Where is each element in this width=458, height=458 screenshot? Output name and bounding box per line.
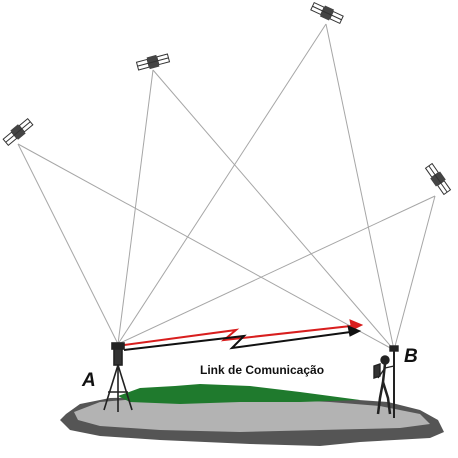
link-arrow-red [123, 324, 361, 346]
signal-line [117, 23, 327, 345]
signal-line [117, 69, 154, 345]
signal-line [17, 143, 119, 345]
signal-lines [17, 23, 436, 351]
station-a-label: A [81, 370, 96, 391]
communication-link-label: Link de Comunicação [200, 363, 324, 377]
satellite-icon [424, 162, 452, 196]
signal-line [17, 143, 395, 351]
link-arrowhead-black [347, 325, 362, 337]
link-arrowhead-red [349, 319, 364, 331]
satellite-icon [135, 53, 171, 71]
link-arrow-black [123, 330, 359, 351]
satellite-icon [310, 1, 344, 25]
surveyor-rover-icon [373, 345, 399, 418]
signal-line [325, 23, 395, 351]
signal-line [152, 69, 395, 351]
communication-link [123, 319, 364, 351]
grass-patch [118, 384, 360, 404]
tripod-receiver-icon [103, 342, 133, 412]
signal-line [393, 195, 436, 351]
terrain [60, 384, 444, 446]
satellite-icon [2, 117, 34, 147]
terrain-surface [74, 398, 430, 432]
signal-line [117, 195, 436, 345]
station-b-label: B [404, 346, 418, 367]
